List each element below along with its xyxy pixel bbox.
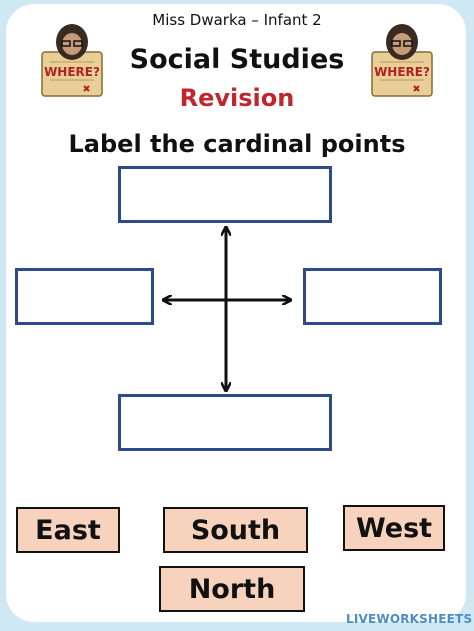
mascot-sign-right: WHERE?	[374, 65, 430, 79]
word-card-south[interactable]: South	[163, 507, 308, 553]
north-answer-box[interactable]	[118, 166, 332, 223]
west-answer-box[interactable]	[15, 268, 154, 325]
mascot-sign-left: WHERE?	[44, 65, 100, 79]
instruction-text: Label the cardinal points	[68, 130, 406, 158]
word-card-east[interactable]: East	[16, 507, 120, 553]
teacher-label: Miss Dwarka – Infant 2	[152, 11, 322, 29]
east-answer-box[interactable]	[303, 268, 442, 325]
liveworksheets-watermark: LIVEWORKSHEETS	[346, 612, 473, 626]
page-title: Social Studies	[129, 44, 345, 75]
where-mascot-image-left: WHERE?	[41, 24, 103, 97]
south-answer-box[interactable]	[118, 394, 332, 451]
where-mascot-image-right: WHERE?	[371, 24, 433, 97]
page-subtitle: Revision	[179, 84, 295, 112]
word-card-west[interactable]: West	[343, 505, 445, 551]
word-card-north[interactable]: North	[159, 566, 305, 612]
